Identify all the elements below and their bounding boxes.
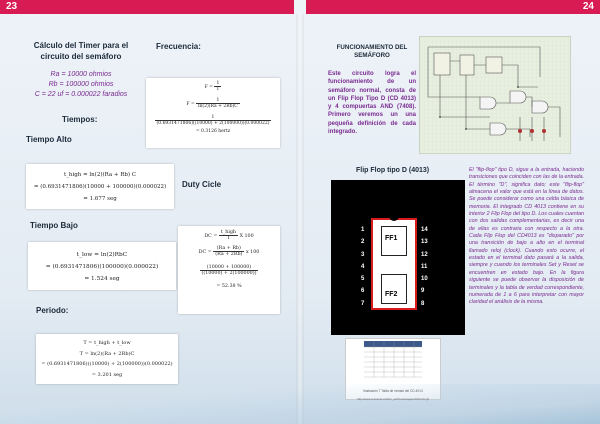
cd4013-pinout-image: FF1 FF2 1 2 3 4 5 6 7 14 13 12 11 10 9 8 bbox=[331, 180, 465, 335]
truth-table-graphic bbox=[364, 341, 422, 378]
frequency-heading: Frecuencia: bbox=[156, 42, 201, 51]
periodo-formula-card: T = t_high + t_low T = ln(2)(Ra + 2Rb)C … bbox=[36, 334, 178, 384]
left-top-bar: 23 bbox=[0, 0, 294, 14]
page-number-left: 23 bbox=[6, 1, 18, 12]
tiempo-alto-heading: Tiempo Alto bbox=[26, 135, 72, 144]
circuit-diagram bbox=[420, 37, 572, 155]
ff1-block: FF1 bbox=[381, 226, 407, 256]
right-pin-numbers: 14 13 12 11 10 9 8 bbox=[421, 227, 428, 307]
page-gutter bbox=[296, 14, 304, 424]
tiempo-alto-formula-card: t_high = ln(2)(Ra + Rb) C = (0.693147180… bbox=[26, 164, 174, 209]
chip-notch bbox=[389, 216, 399, 221]
tiempo-bajo-heading: Tiempo Bajo bbox=[30, 221, 78, 230]
tiempos-heading: Tiempos: bbox=[62, 115, 98, 124]
param-rb: Rb = 100000 ohmios bbox=[48, 81, 114, 88]
ff2-block: FF2 bbox=[381, 274, 407, 304]
flip-flop-title: Flip Flop tipo D (4013) bbox=[356, 167, 430, 174]
periodo-heading: Periodo: bbox=[36, 306, 69, 315]
traffic-light-circuit-image bbox=[419, 36, 572, 155]
page-number-right: 24 bbox=[582, 1, 594, 12]
functioning-title: FUNCIONAMIENTO DEL SEMÁFORO bbox=[336, 44, 408, 59]
functioning-text: Este circuito logra el funcionamiento de… bbox=[328, 71, 416, 136]
tiempo-bajo-formula-card: t_low = ln(2)RbC = (0.6931471806)(100000… bbox=[28, 242, 176, 290]
left-title: Cálculo del Timer para el circuito del s… bbox=[33, 41, 129, 61]
param-ra: Ra = 10000 ohmios bbox=[50, 71, 112, 78]
circuit-parameters: Ra = 10000 ohmios Rb = 100000 ohmios C =… bbox=[22, 70, 140, 100]
param-c: C = 22 uf = 0.000022 faradios bbox=[34, 91, 128, 98]
right-top-bar: 24 bbox=[306, 0, 600, 14]
decorative-bottom-wave bbox=[0, 384, 600, 424]
left-pin-numbers: 1 2 3 4 5 6 7 bbox=[361, 227, 365, 307]
duty-cycle-heading: Duty Cicle bbox=[182, 180, 222, 189]
flip-flop-description: El "flip-flop" tipo D, sigue a la entrad… bbox=[469, 167, 584, 306]
